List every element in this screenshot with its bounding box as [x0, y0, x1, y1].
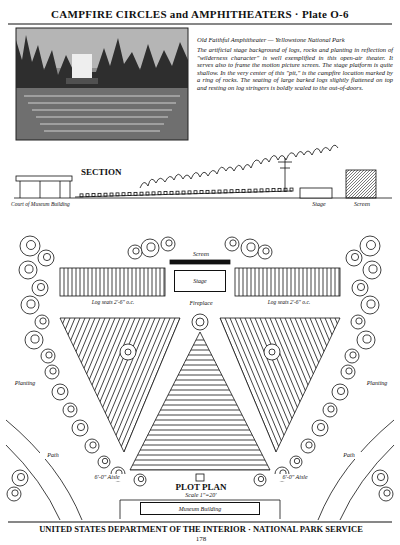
section-label: Screen [341, 201, 383, 208]
plate-title: CAMPFIRE CIRCLES and AMPHITHEATERS · Pla… [8, 8, 392, 21]
dimension-label: 6'-0" Aisle [272, 474, 318, 481]
plan-label: Planting [6, 380, 44, 387]
plan-label: Path [40, 452, 66, 459]
dimension-label: 6'-0" Aisle [84, 474, 130, 481]
plan-label: Fireplace [176, 300, 226, 307]
dimension-label: Log seats 2'-6" o.c. [258, 299, 320, 305]
plan-label: Planting [358, 380, 396, 387]
section-heading: SECTION [80, 167, 142, 177]
section-drawing [14, 145, 392, 198]
footer-text: UNITED STATES DEPARTMENT OF THE INTERIOR… [4, 525, 398, 535]
stage-box: Stage [174, 270, 226, 292]
photo-caption-text: The artificial stage background of logs,… [196, 46, 394, 91]
header-rule [8, 23, 392, 24]
plan-heading: PLOT PLAN [150, 482, 252, 492]
node-label: Museum Building [179, 506, 222, 512]
section-label: Court of Museum Building [10, 201, 92, 207]
plan-label: Screen [180, 251, 222, 258]
page-number: 178 [180, 535, 222, 543]
section-label: Stage [298, 201, 340, 208]
photo-caption-title: Old Faithful Amphitheater — Yellowstone … [196, 36, 394, 43]
building-box: Museum Building [140, 502, 260, 515]
scale-label: Scale 1"=20' [160, 492, 242, 499]
photograph [16, 28, 188, 140]
plot-plan [0, 236, 400, 520]
plan-label: Path [336, 452, 362, 459]
footer-rule [8, 521, 392, 522]
dimension-label: Log seats 2'-6" o.c. [82, 299, 144, 305]
node-label: Stage [193, 278, 206, 284]
